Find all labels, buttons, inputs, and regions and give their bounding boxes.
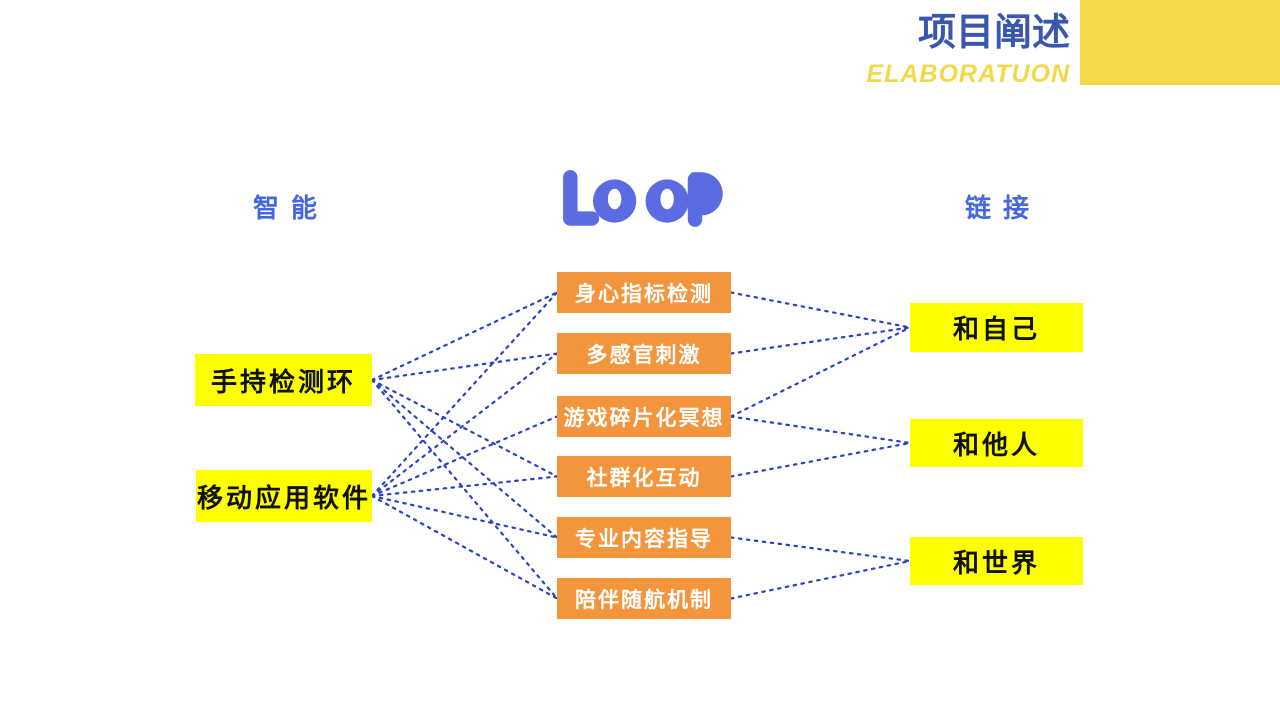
node-community-interaction: 社群化互动 [557,456,731,497]
connector-mobile_app-mind_body [370,291,559,498]
loop-logo: LOOP [560,170,730,228]
right-column-label: 链接 [965,193,1042,223]
loop-logo-graphic [563,170,723,227]
connector-hand_ring-community [370,378,559,478]
node-game-meditation: 游戏碎片化冥想 [557,396,731,437]
connector-hand_ring-multi_sense [370,352,559,382]
connector-community-with_others [729,441,912,478]
node-hand-ring: 手持检测环 [195,354,372,406]
node-with-world: 和世界 [910,537,1083,585]
connector-hand_ring-pro_content [370,378,559,539]
connector-hand_ring-companion [370,378,559,600]
connector-game_meditation-with_self [729,326,912,418]
connector-mind_body-with_self [729,291,912,329]
slide-subtitle: ELABORATUON [866,60,1070,88]
node-professional-content: 专业内容指导 [557,517,731,558]
connector-pro_content-with_world [729,536,912,563]
left-column-label: 智能 [253,193,330,223]
connector-mobile_app-companion [370,494,559,600]
node-with-others: 和他人 [910,419,1083,467]
connector-mobile_app-game_meditation [370,415,559,498]
node-mobile-app: 移动应用软件 [196,470,372,522]
connector-mobile_app-community [370,475,559,498]
connector-companion-with_world [729,559,912,600]
header-accent-block [1080,0,1280,85]
connector-hand_ring-mind_body [370,291,559,382]
connector-multi_sense-with_self [729,326,912,355]
connector-mobile_app-pro_content [370,494,559,539]
node-multi-sensory: 多感官刺激 [557,333,731,374]
node-mind-body-detection: 身心指标检测 [557,272,731,313]
connector-mobile_app-multi_sense [370,352,559,498]
connector-game_meditation-with_others [729,415,912,445]
node-with-self: 和自己 [910,303,1083,352]
node-companion-mechanism: 陪伴随航机制 [557,578,731,619]
slide-title: 项目阐述 [917,12,1070,54]
